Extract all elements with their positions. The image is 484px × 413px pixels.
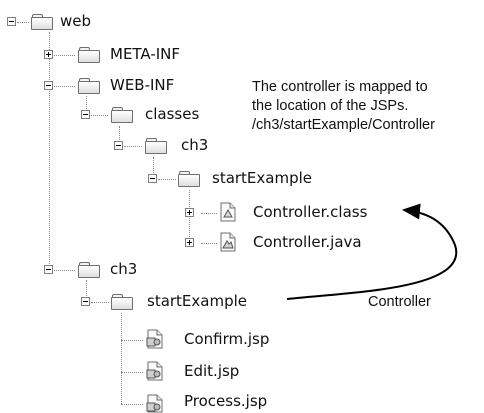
- collapse-toggle-icon[interactable]: [44, 265, 53, 274]
- arrow-label: Controller: [368, 294, 431, 310]
- tree-label-controller-class[interactable]: Controller.class: [253, 203, 368, 221]
- collapse-toggle-icon[interactable]: [81, 297, 90, 306]
- jsp-file-icon: [146, 329, 163, 349]
- connector-line: [124, 146, 142, 147]
- connector-line: [54, 86, 75, 87]
- tree-label-startexample[interactable]: startExample: [147, 292, 248, 310]
- connector-line: [91, 115, 108, 116]
- connector-line: [201, 243, 217, 244]
- connector-line: [86, 96, 87, 115]
- expand-toggle-icon[interactable]: [185, 238, 194, 247]
- folder-icon: [78, 78, 100, 94]
- tree-label-classes[interactable]: classes: [145, 105, 200, 123]
- annotation-text: The controller is mapped to the location…: [252, 78, 435, 135]
- tree-label-confirm-jsp[interactable]: Confirm.jsp: [184, 330, 270, 348]
- tree-label-meta-inf[interactable]: META-INF: [110, 45, 181, 63]
- connector-line: [153, 157, 154, 179]
- class-file-icon: [220, 202, 236, 222]
- connector-line: [158, 179, 176, 180]
- connector-line: [121, 313, 122, 404]
- folder-icon: [111, 107, 133, 123]
- connector-line: [17, 22, 29, 23]
- collapse-toggle-icon[interactable]: [114, 141, 123, 150]
- tree-label-startexample-inner[interactable]: startExample: [212, 169, 313, 187]
- connector-line: [201, 213, 217, 214]
- connector-line: [54, 270, 75, 271]
- connector-line: [119, 126, 120, 146]
- tree-label-process-jsp[interactable]: Process.jsp: [184, 392, 268, 410]
- connector-line: [121, 340, 143, 341]
- connector-line: [49, 32, 50, 270]
- tree-label-controller-java[interactable]: Controller.java: [253, 233, 362, 251]
- tree-label-web[interactable]: web: [60, 12, 92, 30]
- collapse-toggle-icon[interactable]: [7, 17, 16, 26]
- connector-line: [54, 55, 75, 56]
- folder-icon: [78, 262, 100, 278]
- tree-label-ch3-inner[interactable]: ch3: [181, 136, 209, 154]
- annotation-line: the location of the JSPs.: [252, 98, 409, 114]
- connector-line: [86, 280, 87, 302]
- tree-label-web-inf[interactable]: WEB-INF: [110, 76, 175, 94]
- jsp-file-icon: [146, 361, 163, 381]
- folder-icon: [31, 14, 53, 30]
- expand-toggle-icon[interactable]: [44, 50, 53, 59]
- annotation-line: The controller is mapped to: [252, 79, 428, 95]
- connector-line: [91, 302, 109, 303]
- collapse-toggle-icon[interactable]: [44, 81, 53, 90]
- expand-toggle-icon[interactable]: [185, 208, 194, 217]
- collapse-toggle-icon[interactable]: [148, 174, 157, 183]
- connector-line: [121, 404, 143, 405]
- folder-icon: [178, 171, 200, 187]
- jsp-file-icon: [146, 394, 163, 413]
- folder-icon: [111, 294, 133, 310]
- java-file-icon: [220, 232, 236, 252]
- tree-label-ch3[interactable]: ch3: [110, 260, 138, 278]
- connector-line: [121, 372, 143, 373]
- tree-label-edit-jsp[interactable]: Edit.jsp: [184, 362, 240, 380]
- folder-icon: [78, 47, 100, 63]
- collapse-toggle-icon[interactable]: [81, 110, 90, 119]
- folder-icon: [145, 138, 167, 154]
- annotation-line: /ch3/startExample/Controller: [252, 117, 435, 133]
